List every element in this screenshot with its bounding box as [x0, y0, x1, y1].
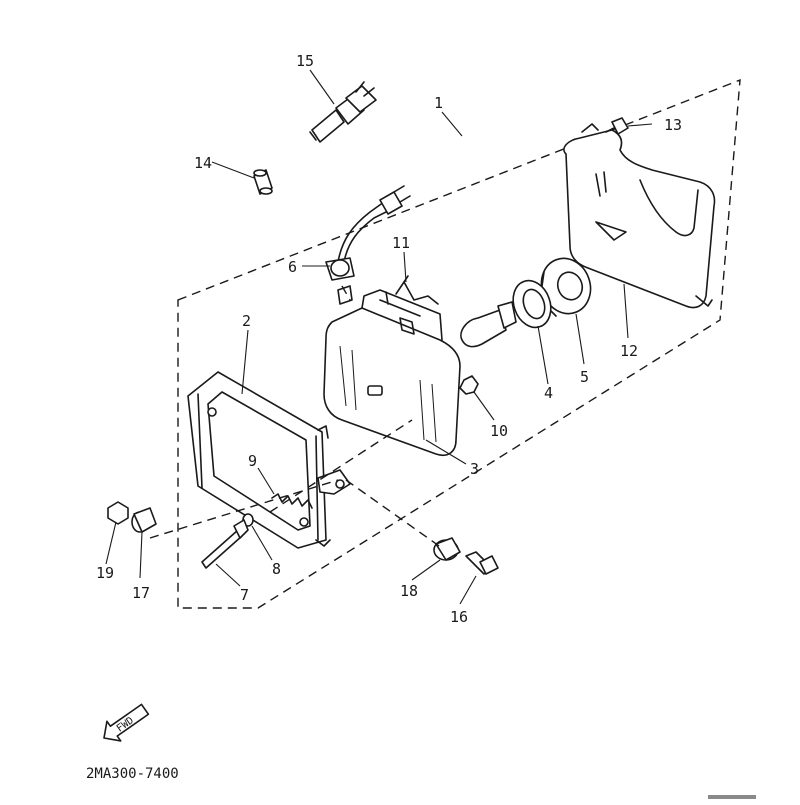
- label-part-16: 16: [450, 608, 468, 626]
- label-part-14: 14: [194, 154, 212, 172]
- label-part-5: 5: [580, 368, 589, 386]
- corner-stamp-mark: [708, 795, 756, 799]
- assembly-boundary: [177, 78, 741, 609]
- label-part-4: 4: [544, 384, 553, 402]
- nut-part-19: [107, 501, 129, 525]
- label-part-13: 13: [664, 116, 682, 134]
- headlight-unit-part: [323, 285, 461, 456]
- label-part-10: 10: [490, 422, 508, 440]
- fwd-arrow-icon: FWD: [103, 703, 150, 742]
- label-part-19: 19: [96, 564, 114, 582]
- bolt-part-16: [465, 551, 499, 575]
- label-part-8: 8: [272, 560, 281, 578]
- halogen-bulb-part: [309, 81, 377, 143]
- leader-lines: [105, 69, 653, 605]
- spacer-part-18: [433, 537, 461, 561]
- adjuster-spring-part: [271, 493, 313, 509]
- centerlines: [149, 285, 443, 549]
- label-part-17: 17: [132, 584, 150, 602]
- clip-spring-part: [395, 275, 439, 305]
- seal-ring-part: [512, 279, 552, 329]
- label-part-1: 1: [434, 94, 443, 112]
- label-part-6: 6: [288, 258, 297, 276]
- grommet-part: [253, 169, 273, 195]
- part-labels: 15 1 13 14 11 6 2 12 5 4 10 9 3 19 8 17 …: [96, 52, 682, 626]
- collar-part-17: [131, 507, 157, 533]
- label-part-18: 18: [400, 582, 418, 600]
- lamp-bulb: [460, 301, 517, 348]
- screw-part-13: [605, 117, 629, 135]
- label-part-15: 15: [296, 52, 314, 70]
- rear-cover-part: [563, 123, 716, 309]
- label-part-2: 2: [242, 312, 251, 330]
- wire-socket-part: [325, 185, 411, 281]
- label-part-7: 7: [240, 586, 249, 604]
- label-part-3: 3: [470, 460, 479, 478]
- nut-part-10: [459, 375, 479, 395]
- label-part-9: 9: [248, 452, 257, 470]
- screw-part-7: [201, 519, 249, 569]
- label-part-12: 12: [620, 342, 638, 360]
- label-part-11: 11: [392, 234, 410, 252]
- diagram-code: 2MA300-7400: [86, 766, 179, 782]
